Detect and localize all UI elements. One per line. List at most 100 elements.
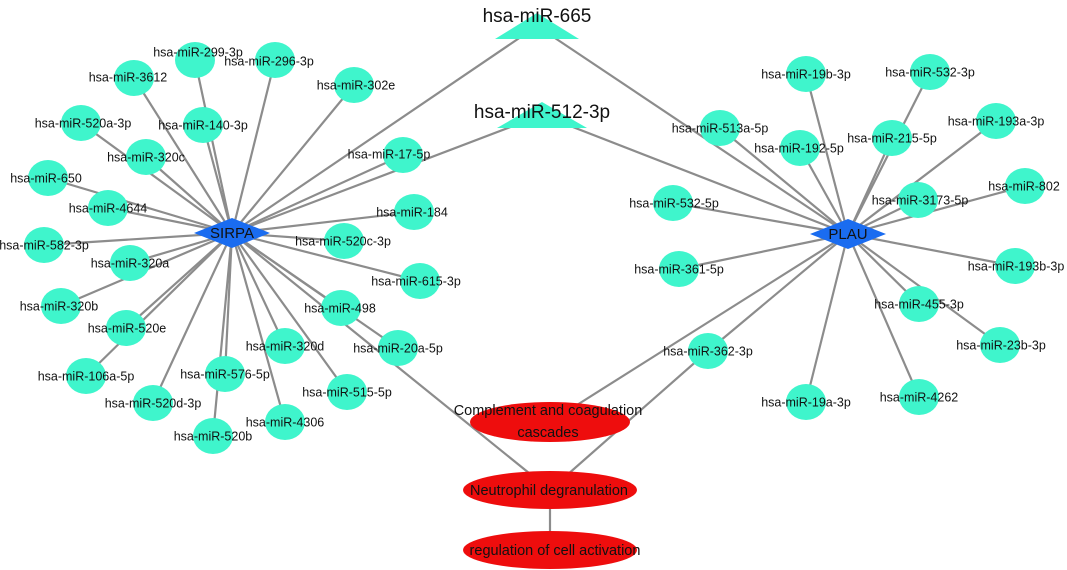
plau-mirna-q8[interactable]: hsa-miR-532-5p	[629, 185, 719, 221]
sirpa-mirna-s8[interactable]: hsa-miR-17-5p	[348, 137, 431, 173]
edge-SIRPA-s26	[211, 232, 234, 437]
mirna-node-circle	[265, 404, 305, 440]
edge-PLAU-q3	[719, 127, 849, 235]
plau-mirna-q10[interactable]: hsa-miR-361-5p	[634, 251, 724, 287]
pathway-node-p3[interactable]: regulation of cell activation	[463, 531, 640, 569]
edge-PLAU-q13	[707, 233, 849, 352]
shared-mirna-m512[interactable]: hsa-miR-512-3p	[474, 102, 610, 128]
mirna-node-circle	[786, 56, 826, 92]
sirpa-mirna-s16[interactable]: hsa-miR-320b	[20, 288, 99, 324]
sirpa-mirna-s19[interactable]: hsa-miR-320d	[246, 328, 325, 364]
edge-PLAU-q7	[847, 184, 1026, 236]
sirpa-mirna-s1[interactable]: hsa-miR-299-3p	[153, 42, 243, 78]
plau-mirna-q7[interactable]: hsa-miR-802	[988, 168, 1060, 204]
sirpa-mirna-s17[interactable]: hsa-miR-498	[304, 290, 376, 326]
sirpa-mirna-s14[interactable]: hsa-miR-320a	[91, 245, 170, 281]
mirna-node-label: hsa-miR-4262	[880, 390, 959, 404]
mirna-node-circle	[255, 42, 295, 78]
sirpa-mirna-s7[interactable]: hsa-miR-320c	[107, 139, 185, 175]
plau-mirna-q11[interactable]: hsa-miR-193b-3p	[968, 248, 1065, 284]
plau-mirna-q3[interactable]: hsa-miR-513a-5p	[672, 110, 769, 146]
sirpa-mirna-s24[interactable]: hsa-miR-520d-3p	[105, 385, 202, 421]
mirna-node-label: hsa-miR-615-3p	[371, 274, 461, 288]
plau-mirna-q12[interactable]: hsa-miR-455-3p	[874, 286, 964, 322]
sirpa-mirna-s10[interactable]: hsa-miR-4644	[69, 190, 148, 226]
mirna-node-label: hsa-miR-320c	[107, 150, 185, 164]
shared-mirna-m665[interactable]: hsa-miR-665	[483, 6, 592, 39]
plau-mirna-q14[interactable]: hsa-miR-23b-3p	[956, 327, 1046, 363]
sirpa-mirna-s2[interactable]: hsa-miR-296-3p	[224, 42, 314, 78]
plau-mirna-q6[interactable]: hsa-miR-215-5p	[847, 120, 937, 156]
plau-mirna-q9[interactable]: hsa-miR-3173-5p	[872, 182, 969, 218]
mirna-node-circle	[400, 263, 440, 299]
mirna-node-label: hsa-miR-320b	[20, 299, 99, 313]
plau-mirna-q1[interactable]: hsa-miR-19b-3p	[761, 56, 851, 92]
mirna-node-label: hsa-miR-362-3p	[663, 344, 753, 358]
edge-PLAU-q8	[672, 201, 849, 236]
edge-SIRPA-s20	[231, 232, 399, 349]
mirna-node-circle	[653, 185, 693, 221]
mirna-node-label: hsa-miR-520c-3p	[295, 234, 391, 248]
mirna-node-circle	[126, 139, 166, 175]
pathway-node-p2[interactable]: Neutrophil degranulation	[463, 471, 637, 509]
edge-SIRPA-s6	[201, 124, 234, 234]
sirpa-mirna-s21[interactable]: hsa-miR-106a-5p	[38, 358, 135, 394]
edge-SIRPA-s5	[80, 122, 233, 234]
edge-PLAU-m512	[541, 113, 849, 236]
plau-mirna-q4[interactable]: hsa-miR-193a-3p	[948, 103, 1045, 139]
sirpa-mirna-s11[interactable]: hsa-miR-184	[376, 194, 448, 230]
mirna-node-circle	[193, 418, 233, 454]
edge-PLAU-m665	[536, 25, 849, 235]
sirpa-mirna-s12[interactable]: hsa-miR-582-3p	[0, 227, 89, 263]
mirna-node-label: hsa-miR-3612	[89, 70, 168, 84]
sirpa-mirna-s13[interactable]: hsa-miR-520c-3p	[295, 223, 391, 259]
mirna-node-label: hsa-miR-23b-3p	[956, 338, 1046, 352]
mirna-node-circle	[383, 137, 423, 173]
mirna-node-label: hsa-miR-576-5p	[180, 367, 270, 381]
sirpa-mirna-s15[interactable]: hsa-miR-615-3p	[371, 263, 461, 299]
edge-PLAU-q4	[847, 120, 997, 235]
pathway-label-line: cascades	[517, 425, 578, 441]
pathway-node-p1[interactable]: Complement and coagulation cascades	[454, 402, 643, 442]
gene-hub-sirpa[interactable]: SIRPA	[194, 218, 270, 248]
mirna-node-label: hsa-miR-19b-3p	[761, 67, 851, 81]
edge-p1-PLAU	[549, 233, 849, 423]
sirpa-mirna-s25[interactable]: hsa-miR-4306	[246, 404, 325, 440]
pathway-ellipse	[470, 402, 630, 442]
plau-mirna-q16[interactable]: hsa-miR-4262	[880, 379, 959, 415]
sirpa-mirna-s6[interactable]: hsa-miR-140-3p	[158, 107, 248, 143]
sirpa-mirna-s9[interactable]: hsa-miR-650	[10, 160, 82, 196]
mirna-node-circle	[976, 103, 1016, 139]
mirna-node-label: hsa-miR-296-3p	[224, 54, 314, 68]
sirpa-mirna-s18[interactable]: hsa-miR-520e	[88, 310, 167, 346]
edge-SIRPA-s3	[133, 77, 233, 234]
pathway-label-line: Complement and coagulation	[454, 403, 643, 419]
sirpa-mirna-s20[interactable]: hsa-miR-20a-5p	[353, 330, 443, 366]
edge-SIRPA-s7	[145, 156, 233, 234]
mirna-node-label: hsa-miR-513a-5p	[672, 121, 769, 135]
mirna-node-circle	[910, 54, 950, 90]
sirpa-mirna-s22[interactable]: hsa-miR-576-5p	[180, 356, 270, 392]
plau-mirna-q5[interactable]: hsa-miR-192-5p	[754, 130, 844, 166]
mirna-node-circle	[378, 330, 418, 366]
mirna-node-circle	[133, 385, 173, 421]
mirna-node-label: hsa-miR-299-3p	[153, 45, 243, 59]
sirpa-mirna-s3[interactable]: hsa-miR-3612	[89, 60, 168, 96]
plau-mirna-q15[interactable]: hsa-miR-19a-3p	[761, 384, 851, 420]
sirpa-mirna-s26[interactable]: hsa-miR-520b	[174, 418, 253, 454]
sirpa-mirna-s5[interactable]: hsa-miR-520a-3p	[35, 105, 132, 141]
plau-mirna-q2[interactable]: hsa-miR-532-3p	[885, 54, 975, 90]
mirna-node-circle	[41, 288, 81, 324]
mirna-node-circle	[28, 160, 68, 196]
plau-mirna-q13[interactable]: hsa-miR-362-3p	[663, 333, 753, 369]
sirpa-mirna-s4[interactable]: hsa-miR-302e	[317, 67, 396, 103]
edge-SIRPA-s11	[231, 210, 415, 235]
mirna-node-circle	[334, 67, 374, 103]
mirna-node-circle	[780, 130, 820, 166]
mirna-node-circle	[110, 245, 150, 281]
gene-hub-plau[interactable]: PLAU	[810, 219, 886, 249]
mirna-node-circle	[899, 286, 939, 322]
sirpa-mirna-s23[interactable]: hsa-miR-515-5p	[302, 374, 392, 410]
